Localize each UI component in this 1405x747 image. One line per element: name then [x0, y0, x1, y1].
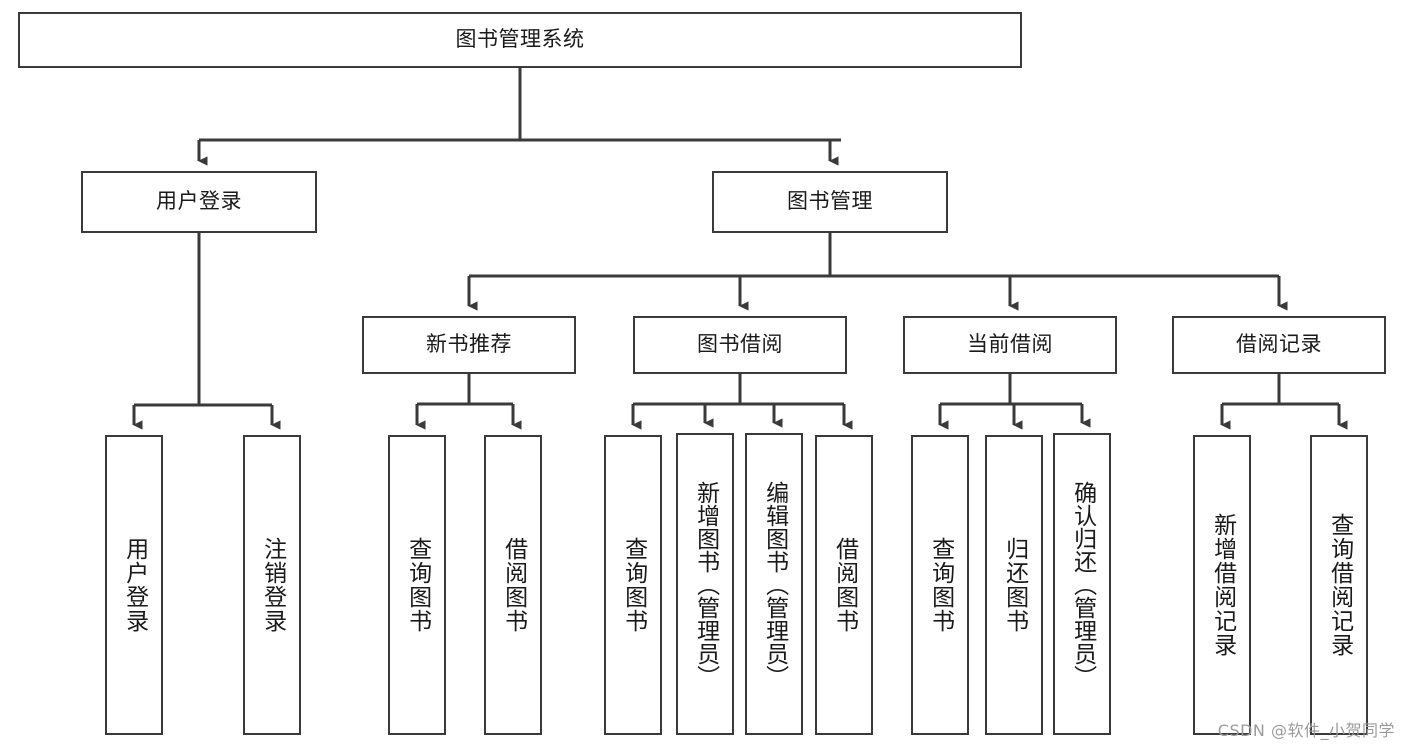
node-leaf-query-book-2-label: 查询图书: [620, 537, 647, 633]
node-leaf-borrow-book-2-label: 借阅图书: [831, 537, 858, 633]
node-leaf-confirm-return[interactable]: 确认归还（管理员）: [1053, 433, 1111, 735]
node-leaf-add-book[interactable]: 新增图书（管理员）: [676, 433, 734, 735]
node-user-login-label: 用户登录: [156, 189, 242, 214]
node-new-book-recommend[interactable]: 新书推荐: [362, 316, 576, 374]
node-borrow-record-label: 借阅记录: [1236, 332, 1322, 357]
node-book-management[interactable]: 图书管理: [712, 171, 948, 233]
node-leaf-user-login-label: 用户登录: [121, 537, 148, 633]
node-leaf-query-record-label: 查询借阅记录: [1326, 513, 1353, 657]
node-leaf-query-book-1-label: 查询图书: [404, 537, 431, 633]
connector-userlogin-to-leaves: [132, 233, 281, 430]
connector-newbook-to-leaves: [415, 374, 522, 430]
node-leaf-user-logout-label: 注销登录: [259, 537, 286, 633]
node-leaf-query-book-2[interactable]: 查询图书: [604, 435, 662, 735]
node-leaf-borrow-book-2[interactable]: 借阅图书: [815, 435, 873, 735]
node-leaf-confirm-return-label: 确认归还（管理员）: [1069, 480, 1096, 688]
node-root[interactable]: 图书管理系统: [18, 12, 1022, 68]
node-leaf-return-book-label: 归还图书: [1001, 537, 1028, 633]
node-leaf-user-logout[interactable]: 注销登录: [243, 435, 301, 735]
node-leaf-add-record-label: 新增借阅记录: [1209, 513, 1236, 657]
node-leaf-borrow-book-1-label: 借阅图书: [500, 537, 527, 633]
node-leaf-add-record[interactable]: 新增借阅记录: [1193, 435, 1251, 735]
connector-bookborrow-to-leaves: [631, 374, 853, 430]
node-current-borrow[interactable]: 当前借阅: [903, 316, 1117, 374]
node-leaf-borrow-book-1[interactable]: 借阅图书: [484, 435, 542, 735]
node-leaf-query-record[interactable]: 查询借阅记录: [1310, 435, 1368, 735]
node-leaf-edit-book[interactable]: 编辑图书（管理员）: [745, 433, 803, 735]
node-leaf-add-book-label: 新增图书（管理员）: [692, 480, 719, 688]
node-current-borrow-label: 当前借阅: [967, 332, 1053, 357]
node-user-login[interactable]: 用户登录: [81, 171, 317, 233]
node-leaf-user-login[interactable]: 用户登录: [105, 435, 163, 735]
node-leaf-query-book-3[interactable]: 查询图书: [911, 435, 969, 735]
node-book-borrow[interactable]: 图书借阅: [633, 316, 847, 374]
node-leaf-query-book-3-label: 查询图书: [927, 537, 954, 633]
connector-currentborrow-to-leaves: [938, 374, 1091, 430]
node-new-book-recommend-label: 新书推荐: [426, 332, 512, 357]
node-leaf-edit-book-label: 编辑图书（管理员）: [761, 480, 788, 688]
node-book-management-label: 图书管理: [787, 189, 873, 214]
node-book-borrow-label: 图书借阅: [697, 332, 783, 357]
connector-bookmgmt-to-level3: [467, 233, 1288, 311]
node-leaf-query-book-1[interactable]: 查询图书: [388, 435, 446, 735]
connector-borrowrecord-to-leaves: [1220, 374, 1348, 430]
node-root-label: 图书管理系统: [455, 27, 585, 52]
connector-root-to-level2: [197, 68, 841, 166]
node-leaf-return-book[interactable]: 归还图书: [985, 435, 1043, 735]
node-borrow-record[interactable]: 借阅记录: [1172, 316, 1386, 374]
